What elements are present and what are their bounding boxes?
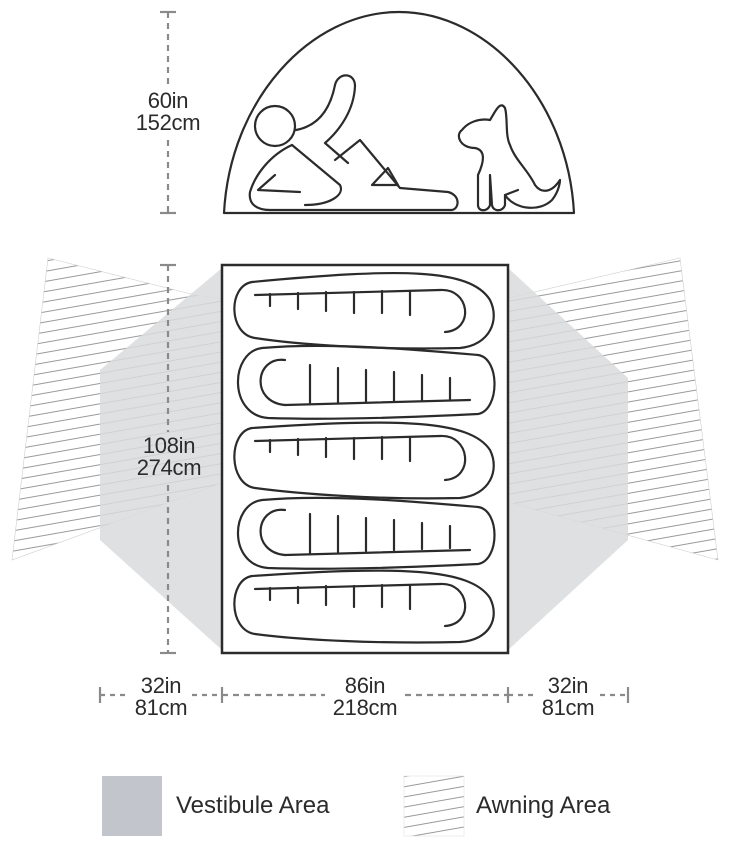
floor-width-in: 86in [344,673,386,698]
peak-height-cm: 152cm [135,110,201,135]
sleeping-bag-icon [233,271,495,350]
sleeping-bag-icon [233,421,495,500]
legend-awning-label: Awning Area [476,792,611,819]
floor-length-cm: 274cm [136,455,202,480]
vestibule-right-in: 32in [547,673,589,698]
vestibule-area-right [508,268,628,650]
vestibule-right-cm: 81cm [541,695,595,720]
sleeping-bags [233,271,496,644]
vestibule-left-cm: 81cm [134,695,188,720]
peak-height-label: 60in 152cm [128,90,208,134]
legend-vestibule-label: Vestibule Area [176,792,330,819]
vestibule-right-label: 32in 81cm [532,675,604,719]
floor-width-label: 86in 218cm [322,675,408,719]
tent-profile [222,10,576,215]
vestibule-left-in: 32in [140,673,182,698]
sleeping-bag-icon [236,344,496,420]
legend-vestibule-swatch [102,776,162,836]
floor-width-cm: 218cm [332,695,398,720]
dimension-lines [98,10,630,703]
dome-outline [222,10,576,215]
floor-length-label: 108in 274cm [125,435,213,479]
sleeping-bag-icon [236,496,496,570]
peak-height-in: 60in [147,88,189,113]
vestibule-left-label: 32in 81cm [125,675,197,719]
floor-length-in: 108in [142,433,196,458]
person-reclining-icon [248,74,459,212]
legend-awning-swatch [403,775,465,837]
sleeping-bag-icon [233,569,495,644]
dog-sitting-icon [457,104,562,212]
vestibule-area-left [100,268,222,650]
